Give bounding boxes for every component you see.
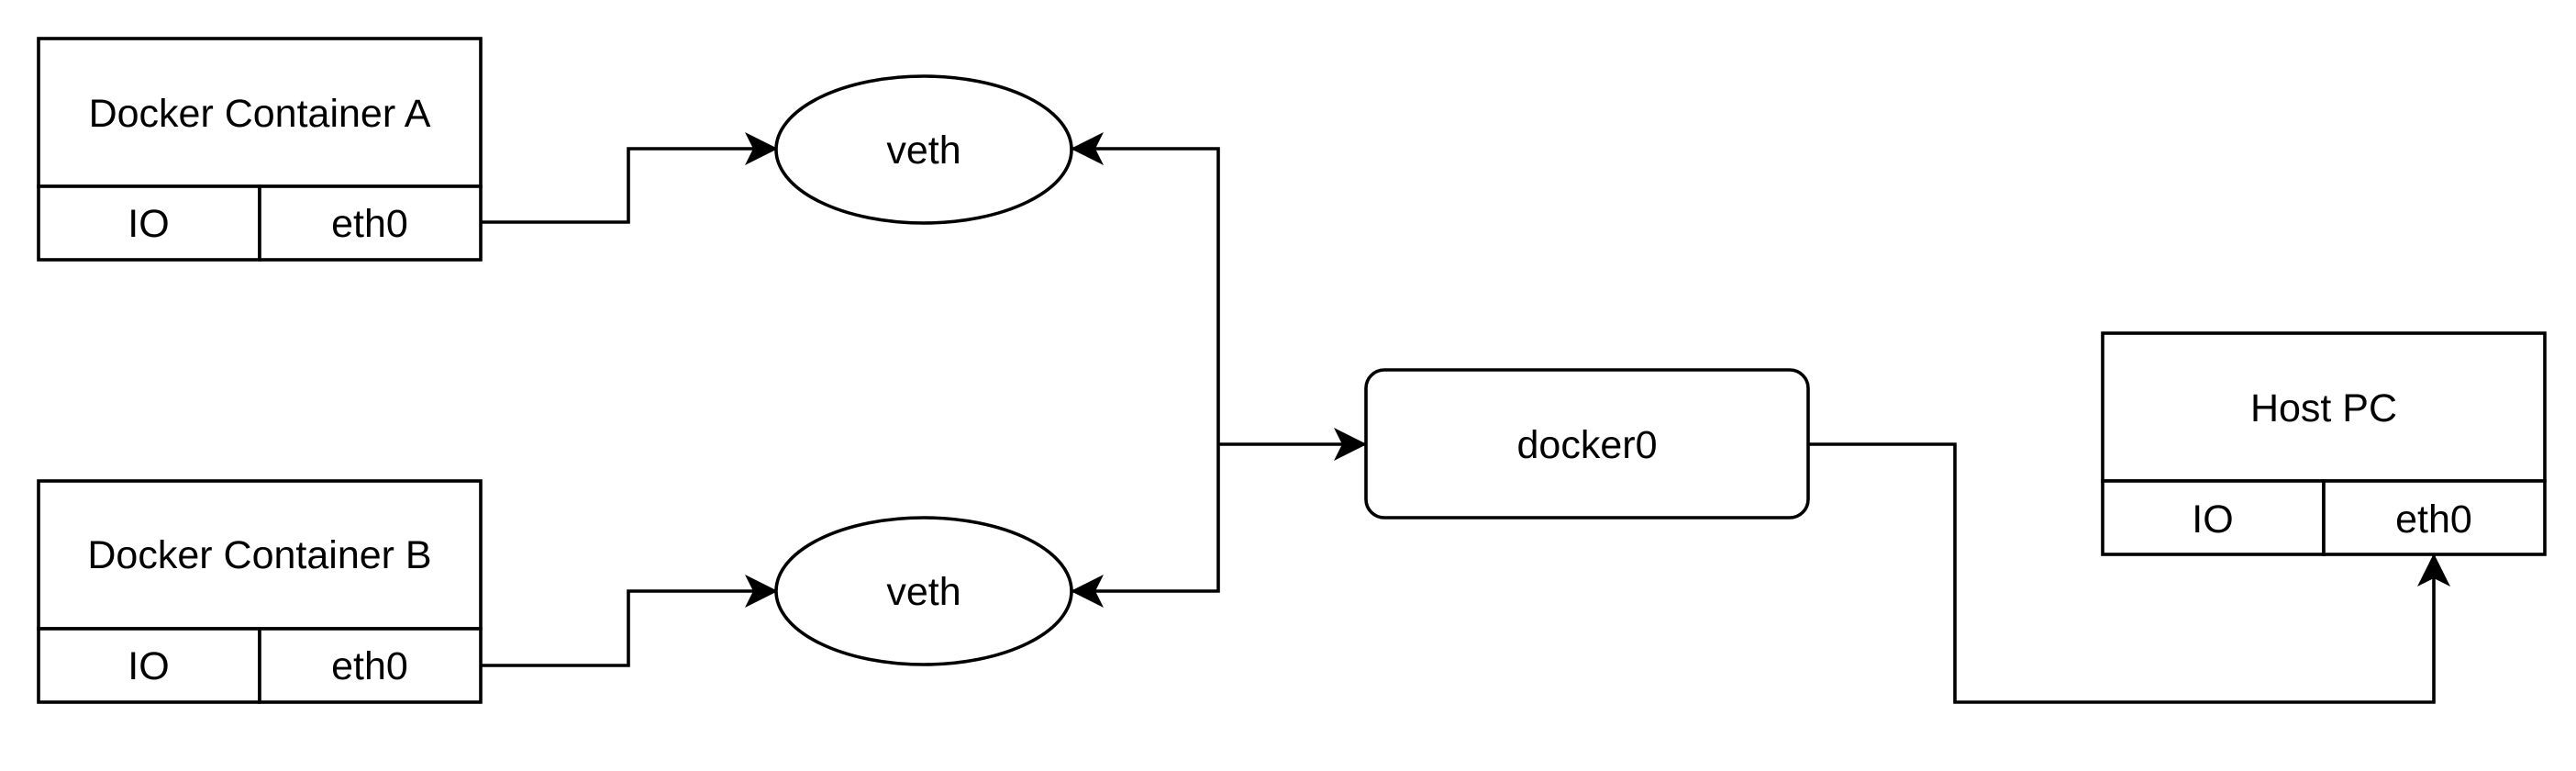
edge-bridge-to-veth-a <box>1071 132 1220 444</box>
connectors <box>481 132 2450 704</box>
veth-a-ellipse <box>774 74 1073 225</box>
container-b-eth0-label: eth0 <box>331 644 408 688</box>
veth-a-label: veth <box>886 128 960 173</box>
container-b-title: Docker Container B <box>87 533 431 577</box>
container-a-io-label: IO <box>128 202 169 246</box>
host-pc-title: Host PC <box>2250 386 2397 430</box>
docker0-bridge-node[interactable]: docker0 <box>1364 368 1810 520</box>
container-a-eth0-label: eth0 <box>331 202 408 246</box>
container-b-io-label: IO <box>128 644 169 688</box>
veth-b-label: veth <box>886 570 960 614</box>
host-pc[interactable]: Host PC IO eth0 <box>2101 331 2547 556</box>
host-pc-eth0-label: eth0 <box>2395 497 2472 542</box>
docker0-box <box>1364 368 1810 520</box>
container-a-title: Docker Container A <box>89 92 431 136</box>
veth-b-node[interactable]: veth <box>774 516 1073 666</box>
docker-container-b[interactable]: Docker Container B IO eth0 <box>37 479 483 704</box>
veth-a-node[interactable]: veth <box>774 74 1073 225</box>
container-b-io-cell <box>37 627 261 704</box>
host-pc-io-cell <box>2101 479 2326 556</box>
edge-bridge-to-veth-b <box>1071 444 1220 608</box>
host-pc-title-cell <box>2101 331 2547 483</box>
docker0-label: docker0 <box>1517 423 1658 467</box>
veth-b-ellipse <box>774 516 1073 666</box>
container-b-eth0-cell[interactable] <box>258 627 483 704</box>
edge-bridge-to-host-eth0 <box>1808 442 2450 704</box>
host-pc-io-label: IO <box>2192 497 2233 542</box>
edge-container-b-to-veth-b <box>481 575 778 667</box>
container-b-title-cell <box>37 479 483 631</box>
docker-container-a[interactable]: Docker Container A IO eth0 <box>37 37 483 262</box>
container-a-eth0-cell[interactable] <box>258 184 483 262</box>
edge-container-a-to-veth-a <box>481 132 778 224</box>
host-pc-eth0-cell[interactable] <box>2322 479 2547 556</box>
